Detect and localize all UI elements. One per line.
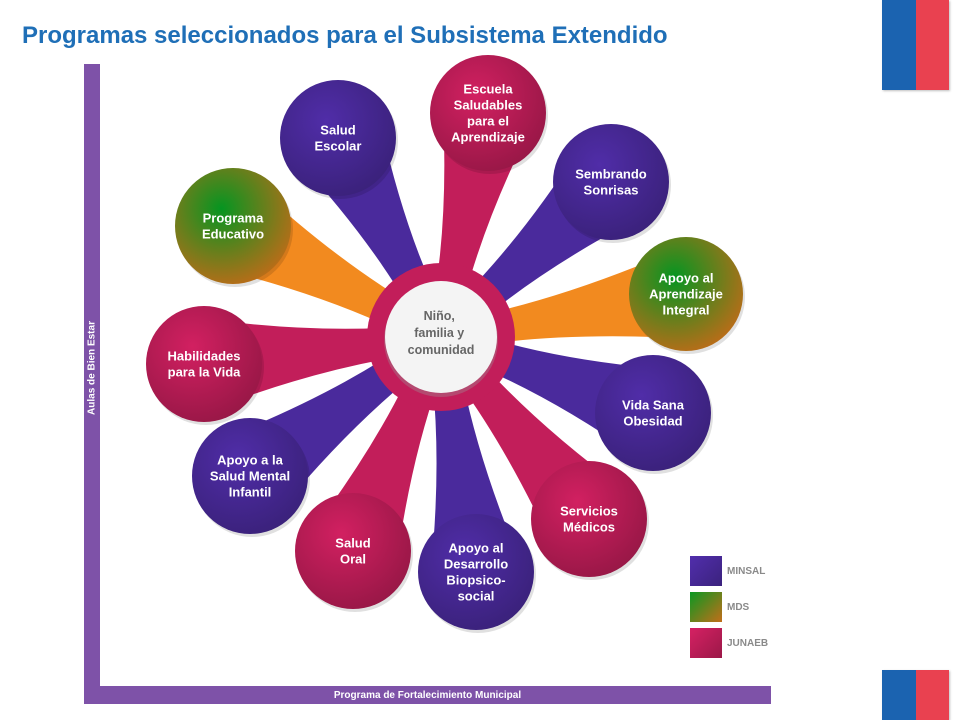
- petal-label-line: para el: [467, 114, 509, 129]
- petal-label-line: Escolar: [315, 139, 362, 154]
- chile-flag-logo-bottom: [882, 670, 949, 720]
- legend-item: JUNAEB: [690, 628, 768, 658]
- petal-label-line: Salud: [320, 123, 355, 138]
- petal-label-line: Sonrisas: [584, 183, 639, 198]
- agency-legend: MINSAL MDS JUNAEB: [690, 556, 768, 664]
- legend-item: MDS: [690, 592, 768, 622]
- legend-label: MINSAL: [727, 565, 766, 577]
- petal-heads: [146, 55, 745, 633]
- legend-swatch: [690, 628, 722, 658]
- center-label: Niño, familia y comunidad: [408, 309, 475, 357]
- petal-label-line: Apoyo a la: [217, 453, 284, 468]
- petal-label-line: Programa: [203, 211, 264, 226]
- petal-head: [175, 168, 291, 284]
- petal-label-line: Infantil: [229, 485, 272, 500]
- center-hub: Niño, familia y comunidad: [367, 263, 515, 411]
- legend-item: MINSAL: [690, 556, 768, 586]
- center-circle: [385, 281, 497, 393]
- aulas-de-bien-estar-bar: [84, 64, 100, 704]
- legend-swatch: [690, 592, 722, 622]
- petal-head: [418, 514, 534, 630]
- legend-swatch: [690, 556, 722, 586]
- center-line: familia y: [414, 326, 464, 340]
- slide-title: Programas seleccionados para el Subsiste…: [22, 22, 668, 49]
- chile-flag-logo-top: [882, 0, 949, 90]
- petal-label-line: Médicos: [563, 520, 615, 535]
- petal-label-line: Oral: [340, 552, 366, 567]
- petal-head: [192, 418, 308, 534]
- petal-label-line: Educativo: [202, 227, 264, 242]
- petal-head: [553, 124, 669, 240]
- programa-fortalecimiento-municipal-bar: Programa de Fortalecimiento Municipal: [84, 686, 771, 704]
- petal-head: [430, 55, 546, 171]
- petal-label-line: Sembrando: [575, 167, 647, 182]
- petal-label-line: Obesidad: [623, 414, 682, 429]
- petal-head: [146, 306, 262, 422]
- petal-label-line: Servicios: [560, 504, 618, 519]
- petal-label-line: Habilidades: [168, 349, 241, 364]
- petal-label-line: Biopsico-: [446, 573, 505, 588]
- petal-label-line: Aprendizaje: [451, 130, 525, 145]
- petal-head: [531, 461, 647, 577]
- legend-label: MDS: [727, 601, 750, 613]
- petal-label-line: Salud: [335, 536, 370, 551]
- petal-label-line: social: [458, 589, 495, 604]
- center-line: comunidad: [408, 343, 475, 357]
- petal-label-line: Desarrollo: [444, 557, 508, 572]
- legend-label: JUNAEB: [727, 637, 769, 649]
- petal-label-line: Vida Sana: [622, 398, 685, 413]
- petal-head: [595, 355, 711, 471]
- petal-label-line: Apoyo al: [659, 271, 714, 286]
- petal-head: [295, 493, 411, 609]
- petal-label-line: Escuela: [463, 82, 513, 97]
- programa-fortalecimiento-municipal-label: Programa de Fortalecimiento Municipal: [333, 689, 522, 701]
- petal-label-line: para la Vida: [168, 365, 242, 380]
- petal-label-line: Saludables: [454, 98, 523, 113]
- petal-label-line: Salud Mental: [210, 469, 290, 484]
- petal-head: [280, 80, 396, 196]
- center-line: Niño,: [424, 309, 455, 323]
- petal-label-line: Apoyo al: [449, 541, 504, 556]
- petal-label-line: Integral: [663, 303, 710, 318]
- petal-head: [629, 237, 743, 351]
- petal-label-line: Aprendizaje: [649, 287, 723, 302]
